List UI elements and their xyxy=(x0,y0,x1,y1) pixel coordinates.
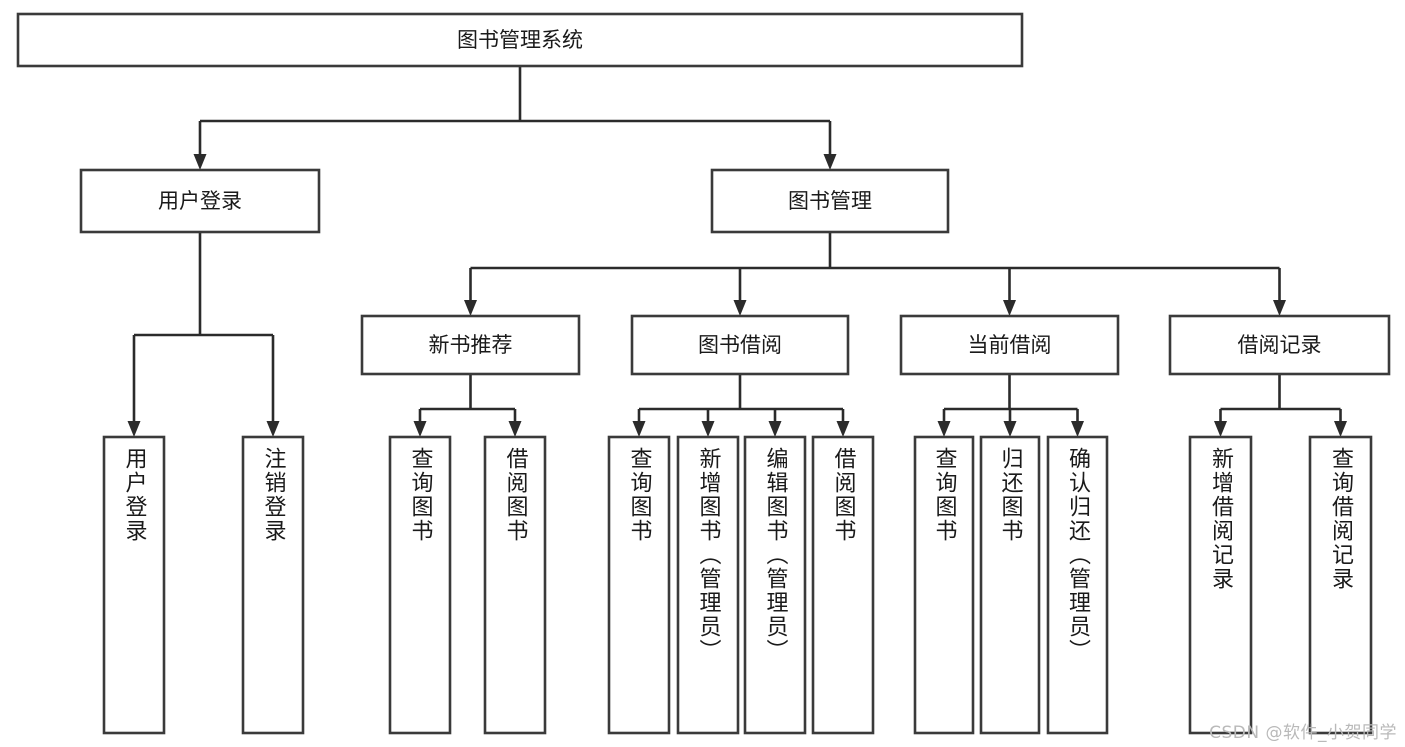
node-label-borrow-record: 借阅记录 xyxy=(1238,333,1322,357)
edge-book-manage-to-book-borrow-head xyxy=(733,300,747,316)
node-box-leaf-query-record[interactable] xyxy=(1308,435,1373,735)
node-box-leaf-user-login[interactable] xyxy=(102,435,166,735)
edge-book-borrow-to-leaf-add-book-head xyxy=(701,421,715,437)
edge-new-book-recommend-to-leaf-query-book-rec-head xyxy=(413,421,427,437)
watermark-text: CSDN @软件_小贺同学 xyxy=(1209,723,1397,743)
edge-current-borrow-to-leaf-return-book-head xyxy=(1003,421,1017,437)
edge-current-borrow-to-leaf-confirm-return-head xyxy=(1071,421,1084,437)
node-box-leaf-query-book-rec[interactable] xyxy=(388,435,452,735)
node-box-leaf-logout-login[interactable] xyxy=(241,435,305,735)
edge-book-borrow-to-leaf-edit-book-head xyxy=(768,421,782,437)
edge-book-manage-to-borrow-record-head xyxy=(1273,300,1286,316)
edge-current-borrow-to-leaf-query-book-cur-head xyxy=(937,421,951,437)
node-box-leaf-query-book-cur[interactable] xyxy=(913,435,975,735)
edge-book-manage-to-new-book-recommend-head xyxy=(464,300,477,316)
edge-root-to-book-manage-head xyxy=(823,154,837,170)
node-box-leaf-confirm-return[interactable] xyxy=(1046,435,1109,735)
node-box-user-login[interactable] xyxy=(79,168,321,234)
node-box-leaf-borrow-book-rec[interactable] xyxy=(483,435,547,735)
node-box-leaf-add-book[interactable] xyxy=(676,435,740,735)
node-box-leaf-edit-book[interactable] xyxy=(743,435,807,735)
node-box-leaf-add-record[interactable] xyxy=(1188,435,1253,735)
node-label-book-borrow: 图书借阅 xyxy=(698,333,782,357)
node-box-leaf-return-book[interactable] xyxy=(979,435,1041,735)
node-label-new-book-recommend: 新书推荐 xyxy=(429,333,513,357)
connector-layer xyxy=(127,66,1347,437)
node-box-book-borrow[interactable] xyxy=(630,314,850,376)
edge-user-login-to-leaf-logout-login-head xyxy=(266,421,280,437)
node-box-borrow-record[interactable] xyxy=(1168,314,1391,376)
node-box-current-borrow[interactable] xyxy=(899,314,1120,376)
node-box-leaf-query-book-borrow[interactable] xyxy=(607,435,671,735)
edge-user-login-to-leaf-user-login-head xyxy=(127,421,141,437)
edge-book-borrow-to-leaf-query-book-borrow-head xyxy=(632,421,646,437)
node-box-leaf-borrow-book[interactable] xyxy=(811,435,875,735)
node-label-book-manage: 图书管理 xyxy=(788,189,872,213)
node-box-layer xyxy=(16,12,1391,735)
edge-root-to-user-login-head xyxy=(193,154,207,170)
edge-borrow-record-to-leaf-add-record-head xyxy=(1214,421,1227,437)
edge-borrow-record-to-leaf-query-record-head xyxy=(1334,421,1347,437)
node-label-root: 图书管理系统 xyxy=(457,28,583,52)
edge-new-book-recommend-to-leaf-borrow-book-rec-head xyxy=(508,421,522,437)
edge-book-borrow-to-leaf-borrow-book-head xyxy=(836,421,850,437)
node-box-root[interactable] xyxy=(16,12,1024,68)
node-label-user-login: 用户登录 xyxy=(158,189,242,213)
node-label-current-borrow: 当前借阅 xyxy=(968,333,1052,357)
edge-book-manage-to-current-borrow-head xyxy=(1003,300,1016,316)
node-box-new-book-recommend[interactable] xyxy=(360,314,581,376)
node-box-book-manage[interactable] xyxy=(710,168,950,234)
